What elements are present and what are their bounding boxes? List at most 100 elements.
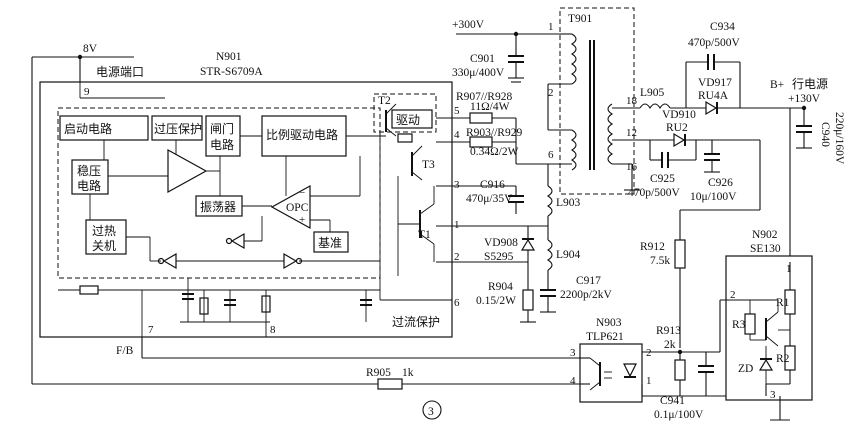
r905-value: 1k [402, 367, 414, 379]
n902-ref-label: N902 [752, 229, 778, 241]
n903-transistor-collector [589, 357, 601, 367]
c917-label: C917 [576, 275, 601, 287]
r913-value: 2k [664, 339, 676, 351]
t2-label: T2 [378, 95, 391, 107]
r912-value: 7.5k [650, 255, 670, 267]
n902-r3-label: R3 [732, 319, 746, 331]
c940-value: 220μ/160V [833, 112, 845, 165]
n901-pin-8: 8 [270, 324, 276, 336]
t1-drain [419, 203, 435, 215]
n901-pin-9: 9 [84, 86, 90, 98]
opc-plus-sign: + [299, 214, 305, 226]
r912-label: R912 [640, 241, 665, 253]
block-regulator-label-2: 电路 [77, 178, 101, 193]
block-gate-label-2: 电路 [210, 137, 234, 152]
block-prop-drive-label: 比例驱动电路 [266, 127, 338, 142]
r905-resistor [377, 378, 403, 390]
r912-resistor [674, 239, 686, 269]
n902-r3 [744, 313, 756, 335]
n902-transistor-collector [765, 311, 779, 323]
block-gate-label-1: 闸门 [210, 121, 234, 136]
n901-pin-1: 1 [454, 219, 460, 231]
c916-label: C916 [480, 179, 505, 191]
block-regulator-label-1: 稳压 [77, 163, 101, 178]
r913-label: R913 [656, 325, 681, 337]
n901-pin-6: 6 [454, 297, 460, 309]
c934-label: C934 [710, 21, 735, 33]
c925-label: C925 [650, 173, 675, 185]
n901-pin-5: 5 [454, 105, 460, 117]
n901-port-label: 电源端口 [96, 65, 144, 79]
n901-inner-dashed-boundary [57, 107, 381, 279]
c901-label: C901 [470, 53, 495, 65]
n903-transistor-emitter [589, 381, 601, 391]
l905-label: L905 [640, 87, 665, 99]
block-overvoltage [151, 115, 203, 141]
v300-label: +300V [452, 19, 485, 31]
block-drive [391, 109, 433, 129]
figure-number-circle [422, 400, 442, 420]
block-thermal-shutdown [85, 219, 127, 255]
t3-collector [411, 145, 423, 157]
v8-label: 8V [83, 43, 98, 55]
l904-inductor [546, 239, 553, 271]
t2-emitter [385, 127, 397, 137]
c941-value: 0.1μ/100V [654, 409, 704, 421]
c934-value: 470p/500V [688, 37, 740, 49]
c916-value: 470μ/35V [466, 193, 513, 205]
vd910-diode [673, 132, 686, 148]
vd908-label: VD908 [484, 237, 518, 249]
c917-value: 2200p/2kV [560, 289, 612, 301]
l905-inductor [639, 103, 671, 110]
t1-source [419, 233, 435, 245]
block-overvoltage-label: 过压保护 [154, 122, 202, 136]
t901-pin-1: 1 [548, 21, 554, 33]
block-reference [313, 231, 349, 253]
bottom-resistor-1 [79, 285, 99, 295]
n901-ref-label: N901 [216, 51, 242, 63]
block-overcurrent-label: 过流保护 [392, 315, 440, 329]
t901-pin-12: 12 [626, 127, 637, 139]
t901-secondary-winding [607, 103, 614, 165]
t901-pin-2: 2 [548, 87, 554, 99]
opc-minus-sign: − [299, 187, 305, 199]
r903-label: R903//R929 [466, 127, 522, 139]
n901-pin-2: 2 [454, 251, 460, 263]
bplus-label: B+ [770, 79, 784, 91]
n901-pin-3: 3 [454, 179, 460, 191]
r905-label: R905 [366, 367, 391, 379]
l903-label: L903 [556, 197, 581, 209]
t901-pin-18: 18 [626, 95, 638, 107]
n901-part-label: STR-S6709A [200, 66, 263, 78]
v8-junction [77, 54, 83, 60]
t3-emitter [411, 171, 423, 181]
vd917-value: RU4A [698, 90, 729, 102]
l903-inductor [546, 185, 553, 217]
block-startup-label: 启动电路 [64, 121, 112, 136]
t901-pin-6: 6 [548, 149, 554, 161]
buffer-1-bubble [225, 237, 233, 245]
t2-dashed-region [373, 93, 437, 133]
t901-primary-winding-2 [570, 129, 577, 171]
n902-pin-1: 1 [786, 263, 792, 275]
r903-value: 0.34Ω/2W [470, 146, 519, 158]
n903-body [579, 343, 643, 403]
bplus-desc: 行电源 [792, 77, 828, 91]
n902-r2-label: R2 [776, 353, 790, 365]
t3-label: T3 [422, 159, 435, 171]
c925-value: 470p/500V [628, 187, 680, 199]
t1-label: T1 [418, 229, 431, 241]
vd910-value: RU2 [666, 122, 688, 134]
c926-value: 10μ/100V [690, 191, 737, 203]
c926-label: C926 [708, 177, 733, 189]
block-regulator [71, 159, 109, 195]
n903-led [623, 363, 637, 378]
n903-part-label: TLP621 [586, 331, 624, 343]
r913-resistor [674, 359, 686, 381]
n901-pin-7: 7 [148, 324, 154, 336]
block-oscillator-label: 振荡器 [200, 200, 236, 214]
v130-label: +130V [788, 93, 821, 105]
n902-part-label: SE130 [750, 243, 781, 255]
block-thermal-label-2: 关机 [92, 239, 116, 253]
